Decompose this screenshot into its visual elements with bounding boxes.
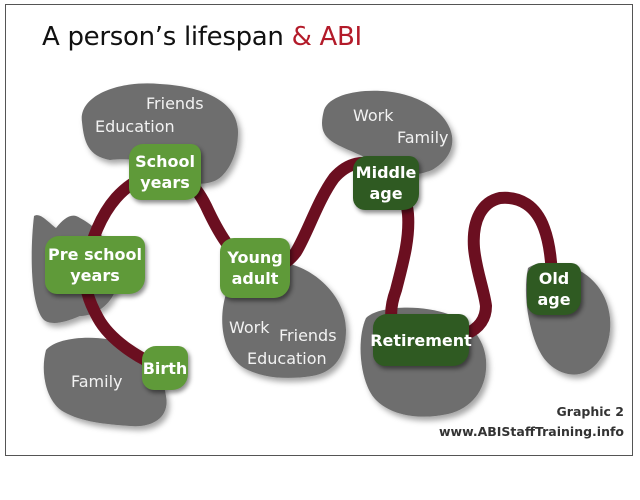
stage-retirement: Retirement bbox=[370, 314, 472, 366]
credit-graphic: Graphic 2 bbox=[556, 404, 624, 419]
cloud-label-family-middle: Family bbox=[397, 128, 449, 147]
cloud-label-work-young: Work bbox=[229, 318, 270, 337]
page-title: A person’s lifespan & ABI bbox=[42, 22, 362, 52]
cloud-label-work-middle: Work bbox=[353, 106, 394, 125]
stage-old-age: Old age bbox=[527, 263, 581, 315]
title-accent: & ABI bbox=[291, 22, 363, 52]
stage-pre-school-label: Pre school years bbox=[48, 245, 142, 285]
credit-block: Graphic 2 www.ABIStaffTraining.info bbox=[439, 402, 624, 442]
stage-middle-age: Middle age bbox=[353, 156, 419, 210]
stage-young-adult: Young adult bbox=[220, 238, 290, 298]
stage-birth-label: Birth bbox=[142, 358, 188, 378]
title-main: A person’s lifespan bbox=[42, 22, 284, 52]
cloud-label-friends-school: Friends bbox=[146, 94, 204, 113]
credit-site: www.ABIStaffTraining.info bbox=[438, 424, 624, 439]
stage-school: School years bbox=[129, 144, 201, 200]
stage-retirement-label: Retirement bbox=[370, 330, 472, 350]
stage-middle-age-label: Middle age bbox=[355, 163, 417, 203]
cloud-label-education-young: Education bbox=[247, 349, 327, 368]
cloud-label-education-school: Education bbox=[95, 117, 175, 136]
cloud-label-friends-young: Friends bbox=[279, 326, 337, 345]
stage-school-label: School years bbox=[135, 152, 195, 192]
cloud-middle-age bbox=[322, 90, 453, 175]
stage-pre-school: Pre school years bbox=[45, 236, 145, 294]
cloud-label-family-birth: Family bbox=[71, 372, 123, 391]
stage-birth: Birth bbox=[142, 346, 188, 390]
stage-old-age-label: Old age bbox=[537, 269, 571, 309]
stage-young-adult-label: Young adult bbox=[227, 248, 283, 288]
